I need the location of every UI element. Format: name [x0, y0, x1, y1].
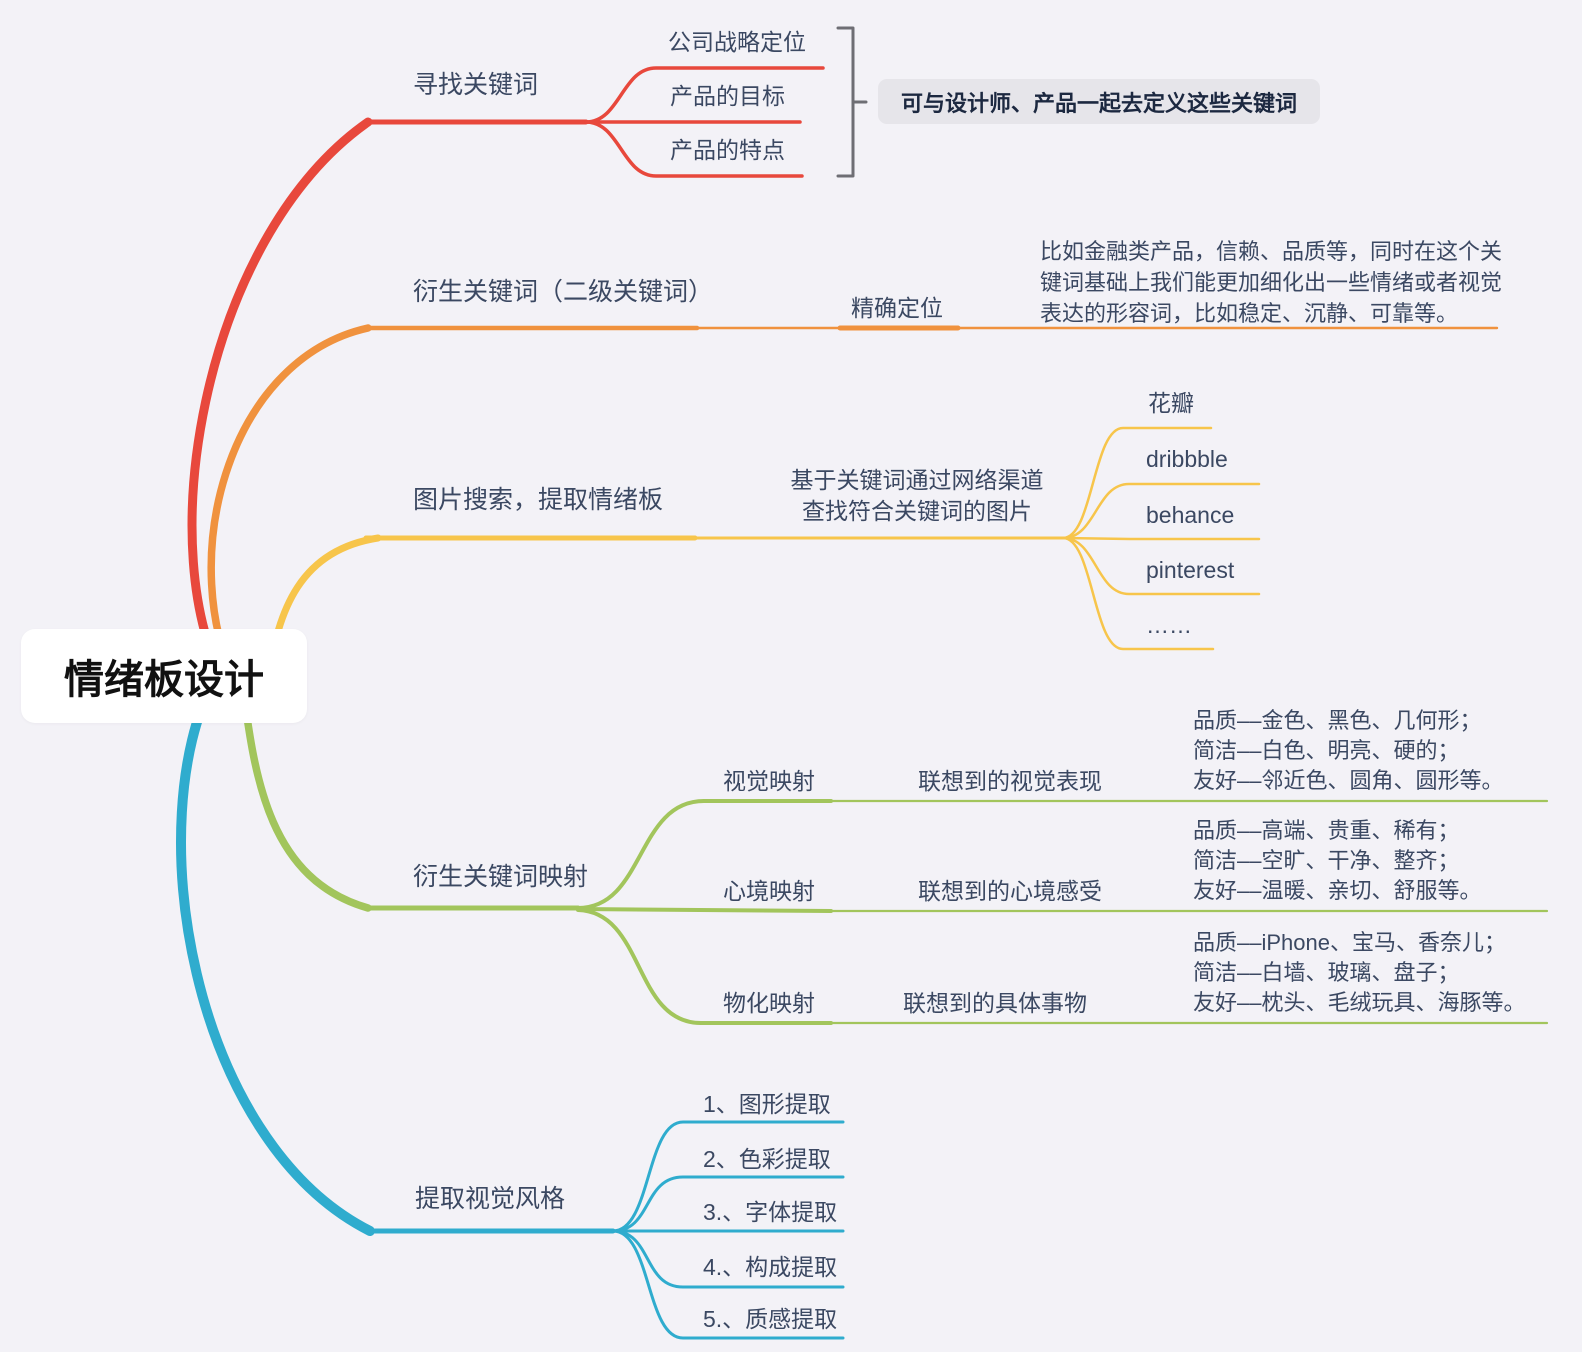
node-visual-style[interactable]: 提取视觉风格 [415, 1185, 566, 1213]
node-mood-association[interactable]: 联想到的心境感受 [918, 878, 1102, 904]
node-huaban[interactable]: 花瓣 [1148, 390, 1194, 416]
node-object-mapping[interactable]: 物化映射 [723, 990, 815, 1016]
node-behance[interactable]: behance [1146, 502, 1235, 528]
node-image-search-note[interactable]: 基于关键词通过网络渠道查找符合关键词的图片 [790, 467, 1044, 524]
node-keyword-mapping[interactable]: 衍生关键词映射 [413, 863, 589, 891]
node-visual-mapping-detail[interactable]: 品质––金色、黑色、几何形； 简洁––白色、明亮、硬的； 友好––邻近色、圆角、… [1193, 708, 1504, 793]
node-composition-extraction[interactable]: 4.、构成提取 [703, 1254, 838, 1280]
node-mood-mapping-detail[interactable]: 品质––高端、贵重、稀有； 简洁––空旷、干净、整齐； 友好––温暖、亲切、舒服… [1193, 818, 1482, 903]
node-product-features[interactable]: 产品的特点 [670, 137, 785, 163]
node-dribbble[interactable]: dribbble [1146, 446, 1228, 472]
node-texture-extraction[interactable]: 5.、质感提取 [703, 1306, 838, 1332]
bracket [836, 26, 868, 178]
node-visual-association[interactable]: 联想到的视觉表现 [918, 768, 1102, 794]
node-company-strategy[interactable]: 公司战略定位 [668, 29, 806, 55]
node-product-goal[interactable]: 产品的目标 [670, 83, 785, 109]
root-node[interactable]: 情绪板设计 [21, 629, 307, 723]
node-shape-extraction[interactable]: 1、图形提取 [703, 1091, 831, 1117]
node-find-keywords[interactable]: 寻找关键词 [413, 71, 539, 99]
node-ellipsis[interactable]: …… [1146, 612, 1192, 638]
node-precise-positioning[interactable]: 精确定位 [851, 295, 943, 321]
node-pinterest[interactable]: pinterest [1146, 557, 1235, 583]
branch-green-connectors [239, 684, 1549, 1025]
node-precise-positioning-detail[interactable]: 比如金融类产品，信赖、品质等，同时在这个关键词基础上我们能更加细化出一些情绪或者… [1040, 239, 1503, 326]
node-derived-keywords[interactable]: 衍生关键词（二级关键词） [413, 278, 714, 306]
branch-cyan-connectors [176, 675, 845, 1340]
branch-yellow-connectors [264, 426, 1261, 684]
node-object-association[interactable]: 联想到的具体事物 [903, 990, 1087, 1016]
branch-red-connectors [187, 66, 825, 693]
node-font-extraction[interactable]: 3.、字体提取 [703, 1199, 838, 1225]
node-mood-mapping[interactable]: 心境映射 [723, 878, 815, 904]
note-define-keywords[interactable]: 可与设计师、产品一起去定义这些关键词 [878, 79, 1320, 124]
node-object-mapping-detail[interactable]: 品质––iPhone、宝马、香奈儿； 简洁––白墙、玻璃、盘子； 友好––枕头、… [1193, 930, 1526, 1015]
node-visual-mapping[interactable]: 视觉映射 [723, 768, 815, 794]
node-image-search[interactable]: 图片搜索，提取情绪板 [413, 486, 664, 514]
node-color-extraction[interactable]: 2、色彩提取 [703, 1146, 831, 1172]
